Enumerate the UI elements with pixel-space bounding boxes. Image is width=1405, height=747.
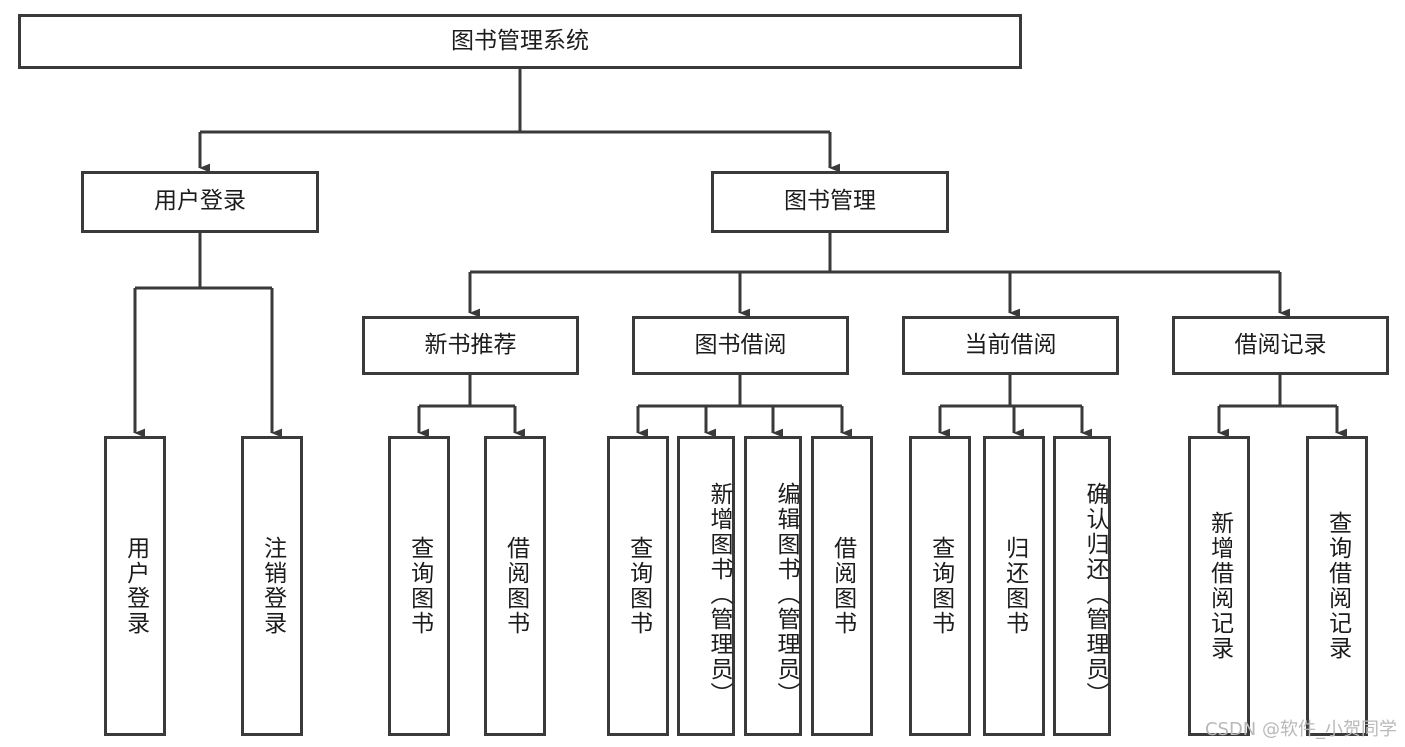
leaf-borrow-book-1-label: 借阅图书 — [502, 536, 529, 636]
leaf-query-book-1[interactable]: 查询图书 — [388, 436, 450, 736]
node-book-manage[interactable]: 图书管理 — [711, 171, 949, 233]
leaf-query-record-label: 查询借阅记录 — [1324, 511, 1351, 661]
leaf-query-book-2[interactable]: 查询图书 — [607, 436, 669, 736]
leaf-add-book[interactable]: 新增图书（管理员） — [677, 436, 735, 736]
leaf-borrow-book-2-label: 借阅图书 — [829, 536, 856, 636]
leaf-borrow-book-2[interactable]: 借阅图书 — [811, 436, 873, 736]
leaf-add-book-label: 新增图书（管理员） — [706, 481, 732, 707]
leaf-user-login-label: 用户登录 — [122, 536, 149, 636]
node-book-manage-label: 图书管理 — [784, 188, 876, 215]
leaf-query-record[interactable]: 查询借阅记录 — [1306, 436, 1368, 736]
node-user-login[interactable]: 用户登录 — [81, 171, 319, 233]
leaf-query-book-3-label: 查询图书 — [927, 536, 954, 636]
leaf-confirm-return[interactable]: 确认归还（管理员） — [1053, 436, 1111, 736]
leaf-add-record-label: 新增借阅记录 — [1206, 511, 1233, 661]
leaf-query-book-1-label: 查询图书 — [406, 536, 433, 636]
csdn-watermark: CSDN @软件_小贺同学 — [1204, 719, 1397, 740]
leaf-query-book-2-label: 查询图书 — [625, 536, 652, 636]
leaf-logout[interactable]: 注销登录 — [241, 436, 303, 736]
node-new-book-rec[interactable]: 新书推荐 — [362, 316, 579, 375]
node-user-login-label: 用户登录 — [154, 188, 246, 215]
node-new-book-rec-label: 新书推荐 — [424, 331, 517, 358]
node-borrow-record-label: 借阅记录 — [1234, 331, 1327, 358]
leaf-borrow-book-1[interactable]: 借阅图书 — [484, 436, 546, 736]
leaf-logout-label: 注销登录 — [259, 536, 286, 636]
node-book-borrow-label: 图书借阅 — [694, 331, 787, 358]
leaf-return-book-label: 归还图书 — [1001, 536, 1028, 636]
node-root-label: 图书管理系统 — [451, 27, 589, 54]
leaf-user-login[interactable]: 用户登录 — [104, 436, 166, 736]
node-book-borrow[interactable]: 图书借阅 — [632, 316, 849, 375]
leaf-query-book-3[interactable]: 查询图书 — [909, 436, 971, 736]
leaf-confirm-return-label: 确认归还（管理员） — [1082, 481, 1108, 707]
node-current-borrow[interactable]: 当前借阅 — [902, 316, 1119, 375]
node-borrow-record[interactable]: 借阅记录 — [1172, 316, 1389, 375]
leaf-edit-book[interactable]: 编辑图书（管理员） — [744, 436, 802, 736]
leaf-return-book[interactable]: 归还图书 — [983, 436, 1045, 736]
leaf-add-record[interactable]: 新增借阅记录 — [1188, 436, 1250, 736]
node-current-borrow-label: 当前借阅 — [964, 331, 1057, 358]
leaf-edit-book-label: 编辑图书（管理员） — [773, 481, 799, 707]
node-root[interactable]: 图书管理系统 — [18, 14, 1022, 69]
